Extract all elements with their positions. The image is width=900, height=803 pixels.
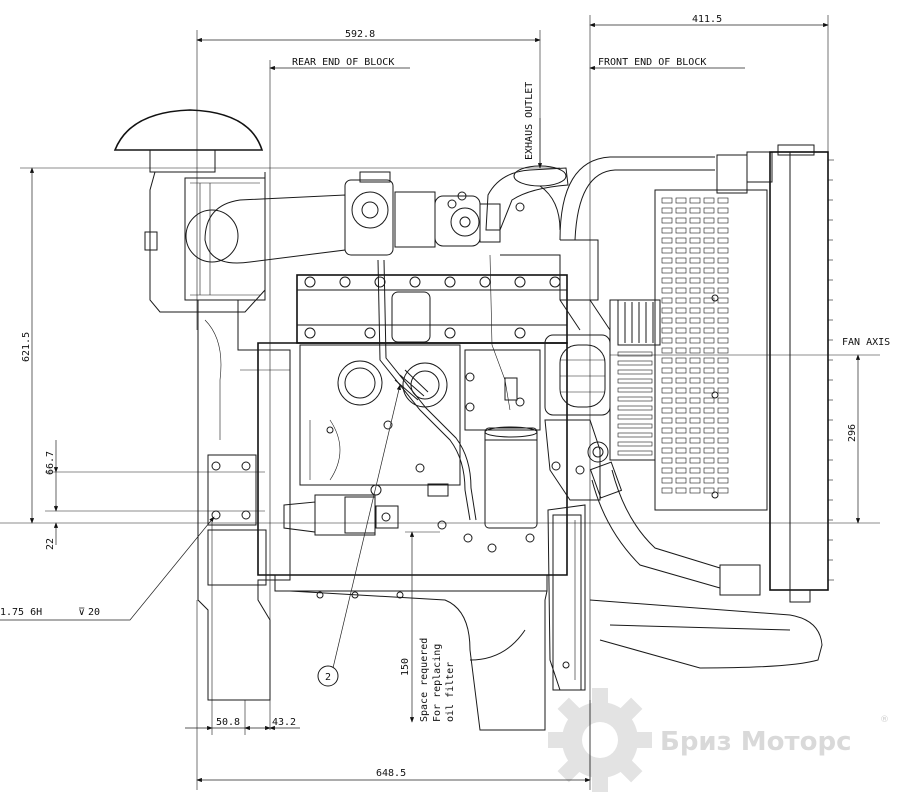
front-mount: [547, 504, 586, 691]
label-filter-note-2: For replacing: [432, 644, 443, 722]
exhaust-elbow: [485, 165, 569, 231]
watermark: Бриз Моторс ®: [548, 688, 889, 792]
callout-circle: [317, 665, 339, 687]
dim-front-overall: 411.5: [692, 14, 722, 25]
air-filter: [113, 109, 266, 313]
label-fan-axis: FAN AXIS: [842, 337, 890, 348]
dimensions: [0, 15, 880, 790]
watermark-text: Бриз Моторс: [660, 727, 852, 757]
dim-height: 621.5: [21, 332, 32, 362]
turbocharger: [344, 171, 501, 256]
dipstick-tube: [377, 254, 518, 521]
oil-pan: [274, 574, 548, 731]
label-depth: 20: [88, 607, 100, 618]
dim-filter-space: 150: [400, 658, 411, 676]
starter-motor: [283, 494, 399, 536]
depth-symbol: ⊽: [78, 607, 85, 618]
dim-left-a: 50.8: [216, 717, 240, 728]
labels: 592.8 411.5 REAR END OF BLOCK FRONT END …: [0, 14, 890, 779]
label-rear-end: REAR END OF BLOCK: [292, 57, 394, 68]
label-thread: 1.75 6H: [0, 607, 42, 618]
dim-bolt-offset: 22: [45, 538, 56, 550]
label-exhaust: EXHAUS OUTLET: [524, 82, 535, 160]
dim-fan-axis-height: 296: [847, 424, 858, 442]
oil-filter: [484, 426, 538, 529]
dim-left-b: 43.2: [272, 717, 296, 728]
label-filter-note-3: oil filter: [445, 662, 456, 722]
dim-bolt-spacing: 66.7: [45, 451, 56, 475]
lower-hose: [589, 461, 823, 669]
label-front-end: FRONT END OF BLOCK: [598, 57, 706, 68]
gear-logo-icon: [548, 688, 652, 792]
fan-guard-slots: [617, 197, 729, 494]
callout-number: 2: [325, 672, 331, 683]
radiator: [559, 144, 834, 603]
radiator-fins: [828, 179, 833, 561]
svg-text:®: ®: [880, 715, 889, 725]
dim-top-overall: 592.8: [345, 29, 375, 40]
engine-block: [257, 274, 568, 576]
label-filter-note-1: Space requered: [419, 638, 430, 722]
dim-bottom-overall: 648.5: [376, 768, 406, 779]
flywheel-housing: [197, 299, 291, 701]
